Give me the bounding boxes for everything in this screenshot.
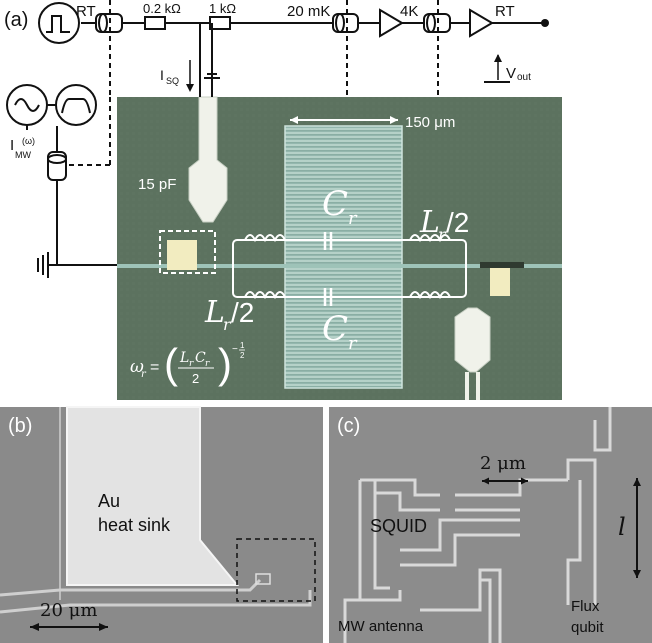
- stage-rt-left: RT: [76, 3, 96, 20]
- lr-left-sub: r: [223, 315, 232, 334]
- svg-text:(: (: [164, 340, 178, 387]
- svg-text:ω: ω: [130, 357, 144, 377]
- panel-c: (c) 2 μm SQUID MW antenna Flux qubit l: [329, 407, 652, 643]
- panel-a-label: (a): [4, 9, 28, 31]
- resistor-02k-label: 0.2 kΩ: [143, 1, 181, 16]
- svg-text:2: 2: [192, 371, 199, 386]
- scale-label-150um: 150 μm: [405, 114, 455, 131]
- svg-text:r: r: [189, 359, 194, 369]
- lr-left-label: L: [204, 295, 225, 330]
- qubit-pad-left: [167, 240, 197, 270]
- svg-text:2: 2: [240, 351, 245, 360]
- mw-antenna-label: MW antenna: [338, 618, 424, 635]
- stage-boundaries: [68, 0, 439, 166]
- panel-c-label: (c): [337, 415, 360, 437]
- lower-right-pad: [454, 307, 491, 373]
- zoom-box-a: [159, 230, 216, 274]
- capacitor-15pF-label: 15 pF: [138, 176, 176, 193]
- cr-top-sub: r: [348, 208, 358, 229]
- zoom-box-b: [236, 538, 316, 602]
- vout-label: V: [506, 65, 516, 82]
- isq-sub: SQ: [166, 76, 179, 86]
- scale-label-20um: 20 μm: [40, 600, 97, 621]
- qubit-pad-right: [490, 268, 510, 296]
- imw-sub: MW: [15, 150, 31, 160]
- lr-right-sub: r: [438, 225, 447, 244]
- cr-bottom-label: C: [322, 309, 348, 349]
- heat-sink-label-line2: heat sink: [98, 515, 171, 535]
- svg-text:r: r: [205, 359, 210, 369]
- isq-label: I: [160, 67, 164, 83]
- vout-sub: out: [517, 72, 531, 83]
- stage-4k: 4K: [400, 3, 418, 20]
- cr-top-label: C: [322, 184, 348, 224]
- squid-structure: [343, 407, 612, 643]
- resistor-1k-label: 1 kΩ: [209, 1, 236, 16]
- flux-qubit-label-line2: qubit: [571, 619, 604, 636]
- panel-b-label: (b): [8, 415, 32, 437]
- svg-text:−: −: [232, 344, 238, 355]
- length-label: l: [618, 513, 626, 541]
- scale-bar-150um: [290, 116, 398, 124]
- svg-text:1: 1: [240, 341, 245, 350]
- capacitor-pad-15pF: [188, 96, 228, 223]
- interdigitated-capacitor: [284, 125, 403, 389]
- svg-text:L: L: [179, 350, 189, 366]
- svg-text:r: r: [141, 369, 147, 380]
- stage-20mk: 20 mK: [287, 3, 330, 20]
- imw-label: I: [10, 137, 14, 154]
- lr-right-rest: /2: [446, 207, 469, 238]
- lr-left-rest: /2: [231, 297, 254, 328]
- svg-text:=: =: [150, 359, 159, 376]
- flux-qubit-label-line1: Flux: [571, 598, 600, 615]
- svg-text:): ): [218, 340, 232, 387]
- resonance-formula: ω r = ( L r C r 2 ) − 1 2: [130, 340, 245, 387]
- svg-text:C: C: [195, 350, 206, 366]
- panel-a: (a): [4, 0, 562, 400]
- transmission-line: [117, 264, 562, 268]
- stage-rt-right: RT: [495, 3, 515, 20]
- au-heat-sink: [66, 406, 240, 586]
- lumped-element-circuit: [232, 232, 467, 306]
- lr-right-label: L: [419, 205, 440, 240]
- scale-label-2um: 2 μm: [480, 453, 526, 474]
- imw-sup: (ω): [22, 136, 35, 146]
- squid-label: SQUID: [370, 516, 427, 536]
- heat-sink-label-line1: Au: [98, 491, 120, 511]
- cr-bottom-sub: r: [348, 333, 358, 354]
- panel-b: (b) Au heat sink 20 μm: [0, 406, 323, 643]
- circuit-schematic: [6, 2, 545, 278]
